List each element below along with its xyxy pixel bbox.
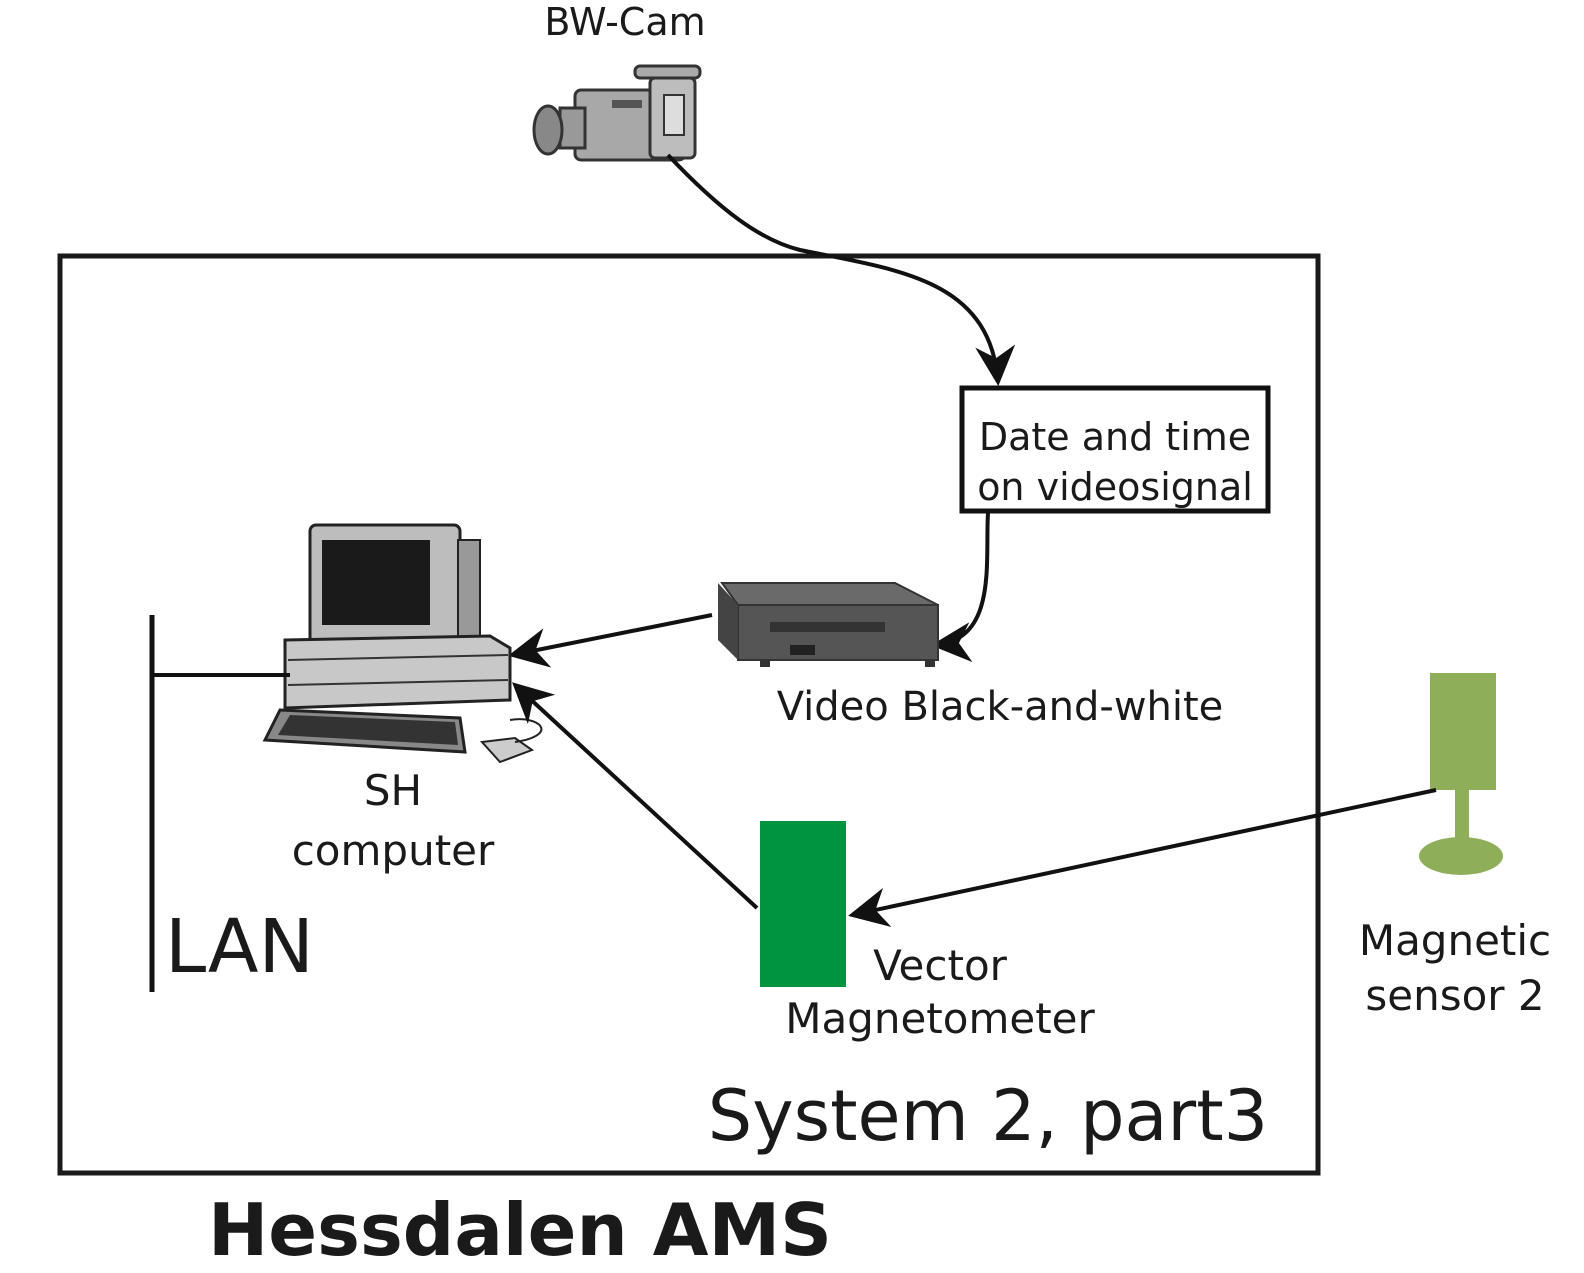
diagram-title: Hessdalen AMS — [208, 1188, 832, 1272]
system-label: System 2, part3 — [708, 1075, 1268, 1157]
computer-icon — [262, 523, 543, 764]
vcr-label: Video Black-and-white — [777, 684, 1224, 730]
vcr-icon — [718, 582, 939, 667]
sensor-to-magnetometer-arrow — [848, 788, 1437, 928]
sensor-label-line2: sensor 2 — [1365, 971, 1544, 1020]
camera-icon — [532, 64, 702, 162]
date-box-line2: on videosignal — [977, 465, 1253, 509]
date-box — [959, 385, 1271, 514]
magnetometer-box — [760, 821, 846, 987]
magnetometer-to-computer-arrow — [512, 682, 759, 910]
camera-to-date-arrow — [666, 153, 1016, 386]
magnetometer-label-line2: Magnetometer — [785, 994, 1095, 1043]
lan-label: LAN — [165, 904, 314, 990]
date-to-vcr-arrow — [931, 512, 990, 663]
sensor-label-line1: Magnetic — [1359, 916, 1551, 965]
magnetic-sensor-icon — [1419, 673, 1503, 875]
computer-label-line1: SH — [364, 766, 422, 815]
system-box — [57, 253, 1321, 1176]
vcr-to-computer-arrow — [508, 613, 713, 668]
computer-label-line2: computer — [292, 826, 495, 875]
magnetometer-label-line1: Vector — [873, 941, 1008, 990]
camera-label: BW-Cam — [544, 0, 705, 44]
date-box-line1: Date and time — [979, 415, 1251, 459]
